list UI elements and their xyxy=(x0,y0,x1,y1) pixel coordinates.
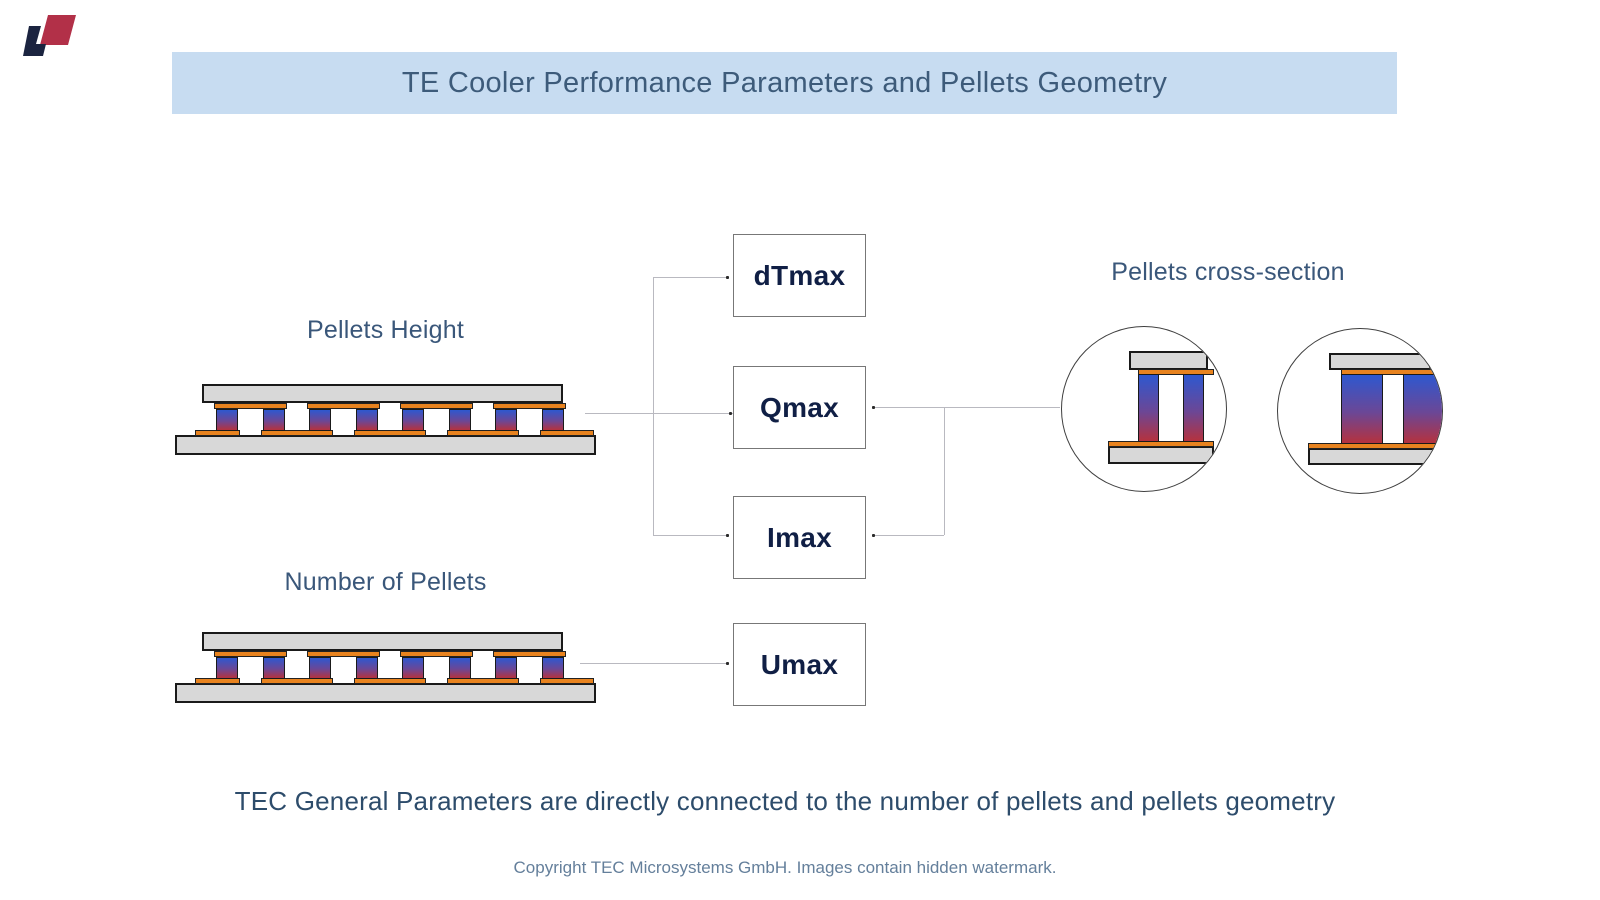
pellet xyxy=(495,657,517,679)
pellet xyxy=(355,657,378,679)
param-box-dtmax: dTmax xyxy=(733,234,866,317)
connector-dot-qmax-left xyxy=(729,412,732,415)
pellet xyxy=(448,409,471,431)
param-label-qmax: Qmax xyxy=(759,391,840,423)
connector-branch-imax xyxy=(653,535,727,536)
ceramic-plate xyxy=(1129,351,1208,370)
conductor-strip xyxy=(1138,369,1214,375)
pellet xyxy=(402,409,424,431)
cross-section-circle-thin-pellets xyxy=(1061,326,1227,492)
conductor-strip-bottom xyxy=(260,430,333,436)
param-label-umax: Umax xyxy=(760,648,839,680)
conductor-strip-bottom xyxy=(260,678,333,684)
pellet xyxy=(216,657,238,679)
pellet xyxy=(262,409,285,431)
logo-navy-shape xyxy=(23,26,46,56)
logo-red-shape xyxy=(40,15,76,45)
conductor-strip-top xyxy=(307,403,380,409)
conductor-strip-bottom xyxy=(446,430,519,436)
number-of-pellets-label: Number of Pellets xyxy=(284,568,487,596)
ceramic-plate-top xyxy=(202,384,563,403)
param-label-dtmax: dTmax xyxy=(753,259,846,291)
conductor-strip-top xyxy=(214,403,287,409)
param-label-imax: Imax xyxy=(766,521,833,553)
copyright-text: Copyright TEC Microsystems GmbH. Images … xyxy=(513,858,1057,877)
ceramic-plate xyxy=(1108,446,1214,464)
conductor-strip-bottom xyxy=(539,678,594,684)
title-banner: TE Cooler Performance Parameters and Pel… xyxy=(172,52,1397,114)
connector-module2-umax xyxy=(580,663,728,664)
connector-dot-umax xyxy=(726,662,729,665)
page-title: TE Cooler Performance Parameters and Pel… xyxy=(401,66,1168,99)
connector-dot-dtmax xyxy=(726,276,729,279)
conductor-strip-top xyxy=(214,651,287,657)
pellet xyxy=(1183,374,1204,442)
tec-microsystems-logo xyxy=(23,15,76,56)
tec-module-number-of-pellets xyxy=(175,632,596,703)
connector-module1-qmax xyxy=(585,413,733,414)
param-box-umax: Umax xyxy=(733,623,866,706)
connector-dot-imax-left xyxy=(726,534,729,537)
pellets-cross-section-label: Pellets cross-section xyxy=(1111,258,1345,286)
conductor-strip-top xyxy=(400,403,473,409)
conductor-strip-bottom xyxy=(539,430,594,436)
pellet xyxy=(216,409,238,431)
ceramic-plate xyxy=(1308,448,1442,465)
conductor-strip xyxy=(1341,369,1442,375)
ceramic-plate xyxy=(1329,353,1431,370)
pellet xyxy=(541,409,564,431)
conductor-strip-top xyxy=(400,651,473,657)
pellet xyxy=(448,657,471,679)
conductor-strip-top xyxy=(493,651,566,657)
connector-qmax-crosssection xyxy=(873,407,1060,408)
pellet xyxy=(309,409,331,431)
ceramic-plate-bottom xyxy=(175,435,596,455)
footer-note: TEC General Parameters are directly conn… xyxy=(234,786,1336,816)
conductor-strip-bottom xyxy=(353,678,426,684)
cross-section-circle-wide-pellets xyxy=(1277,328,1443,494)
conductor-strip-bottom xyxy=(446,678,519,684)
connector-branch-dtmax xyxy=(653,277,727,278)
connector-branch-vertical-left xyxy=(653,277,654,535)
pellet xyxy=(355,409,378,431)
connector-dot-imax-right xyxy=(872,534,875,537)
connector-branch-vertical-right xyxy=(944,407,945,535)
conductor-strip-top xyxy=(307,651,380,657)
pellet xyxy=(495,409,517,431)
conductor-strip-top xyxy=(493,403,566,409)
connector-dot-qmax-right xyxy=(872,406,875,409)
param-box-qmax: Qmax xyxy=(733,366,866,449)
pellet xyxy=(1403,374,1442,444)
param-box-imax: Imax xyxy=(733,496,866,579)
ceramic-plate-top xyxy=(202,632,563,651)
pellet xyxy=(1341,374,1383,444)
pellet xyxy=(262,657,285,679)
pellet xyxy=(1138,374,1159,442)
connector-imax-right xyxy=(873,535,944,536)
pellet xyxy=(541,657,564,679)
pellet xyxy=(309,657,331,679)
pellet xyxy=(402,657,424,679)
conductor-strip-bottom xyxy=(353,430,426,436)
pellets-height-label: Pellets Height xyxy=(306,316,465,344)
conductor-strip xyxy=(1108,441,1214,447)
ceramic-plate-bottom xyxy=(175,683,596,703)
tec-module-pellets-height xyxy=(175,384,596,455)
